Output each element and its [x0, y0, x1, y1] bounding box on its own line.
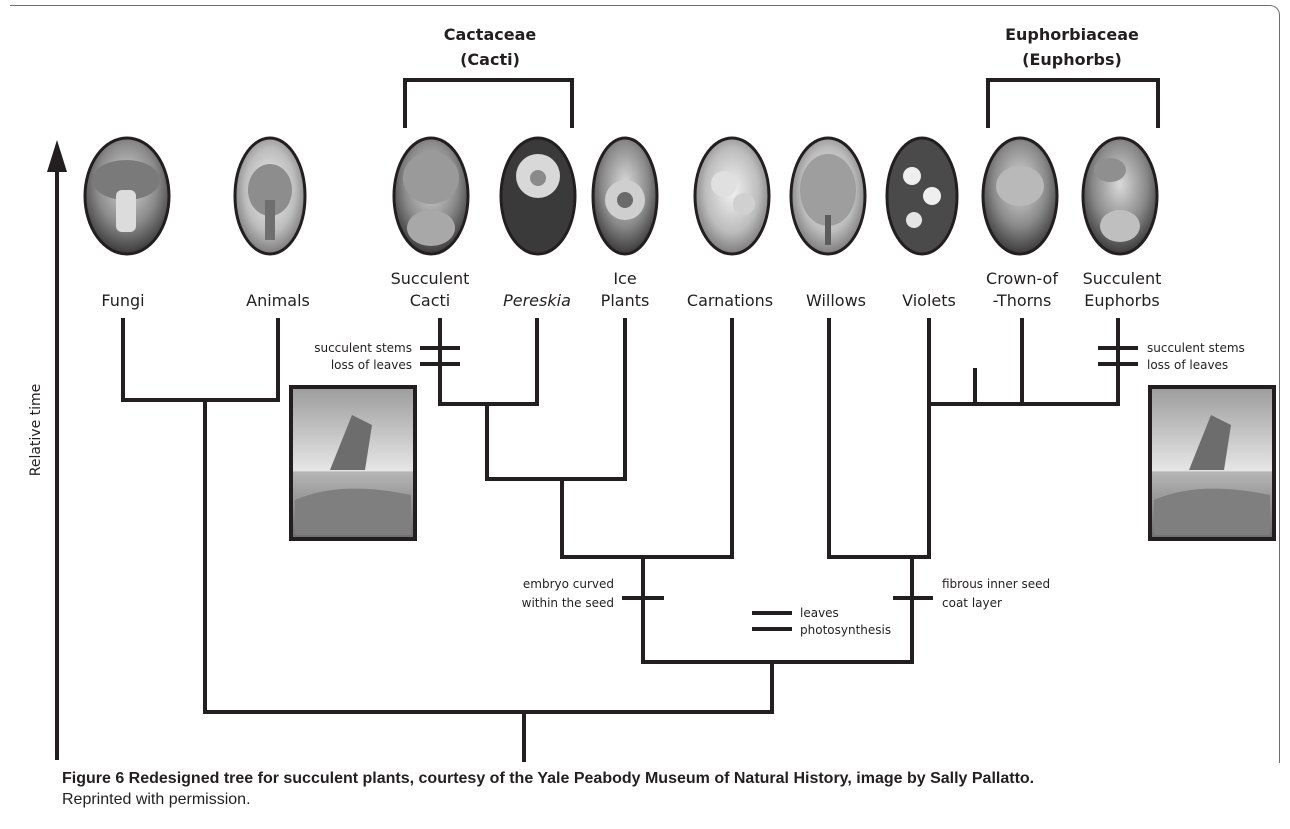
trait-euph-leaves: loss of leaves	[1147, 358, 1228, 372]
taxon-label-crown-of-thorns-1: Crown-of	[986, 269, 1058, 288]
taxon-photos	[85, 138, 1157, 254]
crown-of-thorns-photo-icon	[983, 138, 1057, 254]
family-euphorbiaceae: Euphorbiaceae (Euphorbs)	[988, 25, 1158, 128]
time-axis: Relative time	[28, 140, 67, 760]
taxon-label-ice-plants-2: Plants	[601, 291, 650, 310]
trait-embryo-1: embryo curved	[523, 577, 614, 591]
caption-credit: Reprinted with permission.	[62, 789, 1277, 810]
taxon-label-carnations: Carnations	[687, 291, 773, 310]
elephant-photo-icon	[235, 138, 305, 254]
family-euphorbiaceae-common: (Euphorbs)	[1022, 50, 1122, 69]
trait-cacti-leaves: loss of leaves	[331, 358, 412, 372]
taxon-label-willows: Willows	[806, 291, 866, 310]
taxon-label-succulent-euphorbs-2: Euphorbs	[1084, 291, 1159, 310]
figure-caption: Figure 6 Redesigned tree for succulent p…	[62, 768, 1277, 810]
pereskia-flower-photo-icon	[501, 138, 575, 254]
phylogenetic-tree-diagram: Relative time Cactaceae (Cacti) Euphorbi…	[0, 0, 1290, 768]
family-cactaceae-bracket	[405, 80, 572, 128]
taxon-label-succulent-cacti-1: Succulent	[391, 269, 470, 288]
caption-title: Figure 6 Redesigned tree for succulent p…	[62, 768, 1277, 789]
family-cactaceae-name: Cactaceae	[444, 25, 537, 44]
trait-fibrous-2: coat layer	[942, 596, 1002, 610]
family-cactaceae-common: (Cacti)	[460, 50, 520, 69]
violet-flowers-photo-icon	[887, 138, 957, 254]
branch-root	[205, 662, 772, 712]
carnation-flowers-photo-icon	[695, 138, 769, 254]
taxon-label-pereskia: Pereskia	[503, 291, 571, 310]
ice-plant-flower-photo-icon	[593, 138, 657, 254]
family-cactaceae: Cactaceae (Cacti)	[405, 25, 572, 128]
taxon-label-crown-of-thorns-2: -Thorns	[993, 291, 1052, 310]
branch-cacti-ice	[487, 320, 625, 479]
taxon-label-succulent-euphorbs-1: Succulent	[1083, 269, 1162, 288]
succulent-euphorb-photo-icon	[1083, 138, 1157, 254]
trait-fibrous-1: fibrous inner seed	[942, 577, 1050, 591]
willow-tree-photo-icon	[791, 138, 865, 254]
branch-fungi-animals	[123, 320, 278, 400]
barrel-cactus-photo-icon	[394, 138, 468, 254]
trait-photosynthesis: photosynthesis	[800, 623, 891, 637]
branch-caryophyllales-malpighiales	[643, 557, 912, 662]
tree-branches	[123, 320, 1118, 760]
taxon-label-succulent-cacti-2: Cacti	[410, 291, 451, 310]
taxon-label-violets: Violets	[902, 291, 956, 310]
desert-photo-left-icon	[291, 387, 415, 539]
family-euphorbiaceae-name: Euphorbiaceae	[1005, 25, 1139, 44]
branch-cacti-carnations	[562, 320, 732, 557]
time-axis-label: Relative time	[28, 384, 44, 477]
taxon-label-ice-plants-1: Ice	[613, 269, 636, 288]
trait-embryo-2: within the seed	[522, 596, 614, 610]
mushroom-photo-icon	[85, 138, 169, 254]
branch-willows-violets	[829, 320, 929, 557]
family-euphorbiaceae-bracket	[988, 80, 1158, 128]
trait-euph-stems: succulent stems	[1147, 341, 1245, 355]
taxon-label-animals: Animals	[246, 291, 310, 310]
desert-photo-right-icon	[1150, 387, 1274, 539]
trait-leaves: leaves	[800, 606, 839, 620]
taxon-labels: Fungi Animals Succulent Cacti Pereskia I…	[101, 269, 1161, 310]
trait-cacti-stems: succulent stems	[314, 341, 412, 355]
taxon-label-fungi: Fungi	[101, 291, 144, 310]
time-axis-arrowhead	[47, 140, 67, 172]
trait-labels: succulent stems loss of leaves succulent…	[314, 341, 1245, 637]
